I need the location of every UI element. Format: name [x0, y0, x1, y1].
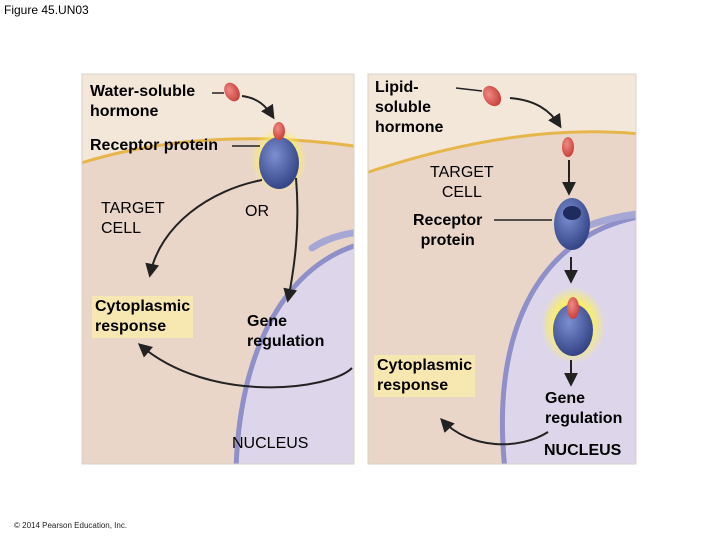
nuclear-envelope-left — [233, 243, 354, 464]
nuclear-envelope-right — [499, 214, 636, 464]
nucleus-label-right: NUCLEUS — [544, 442, 622, 459]
cell-membrane-right — [368, 130, 636, 174]
bound-hormone-icon — [273, 122, 285, 140]
gene-regulation-arrow-left — [283, 177, 299, 303]
nucleus-to-cytoplasm-arrow-left — [137, 343, 353, 389]
water-soluble-hormone-icon — [224, 82, 240, 102]
hormone-in-cytoplasm-icon — [562, 137, 574, 157]
er-left — [308, 229, 354, 252]
lipid-soluble-hormone-icon — [482, 85, 502, 107]
receptor-protein-label-left: Receptor protein — [90, 137, 219, 154]
nucleus-label-left: NUCLEUS — [232, 435, 309, 452]
nucleus-left — [236, 245, 354, 464]
hormone-receptor-complex-icon — [553, 304, 593, 356]
cell-membrane-left — [82, 137, 354, 165]
cytoplasmic-response-arrow-left — [145, 179, 263, 278]
nucleus-to-cytoplasm-arrow-right — [440, 417, 549, 446]
er-right — [586, 210, 636, 229]
hormone-to-receptor-arrow-left — [241, 95, 275, 120]
or-label: OR — [245, 203, 269, 220]
left-panel — [82, 74, 354, 464]
copyright-notice: © 2014 Pearson Education, Inc. — [14, 521, 128, 530]
hormone-entry-arrow-right — [509, 97, 562, 129]
receptor-protein-icon — [259, 137, 299, 189]
receptor-protein-right-icon — [554, 198, 590, 250]
figure-title: Figure 45.UN03 — [4, 3, 89, 17]
